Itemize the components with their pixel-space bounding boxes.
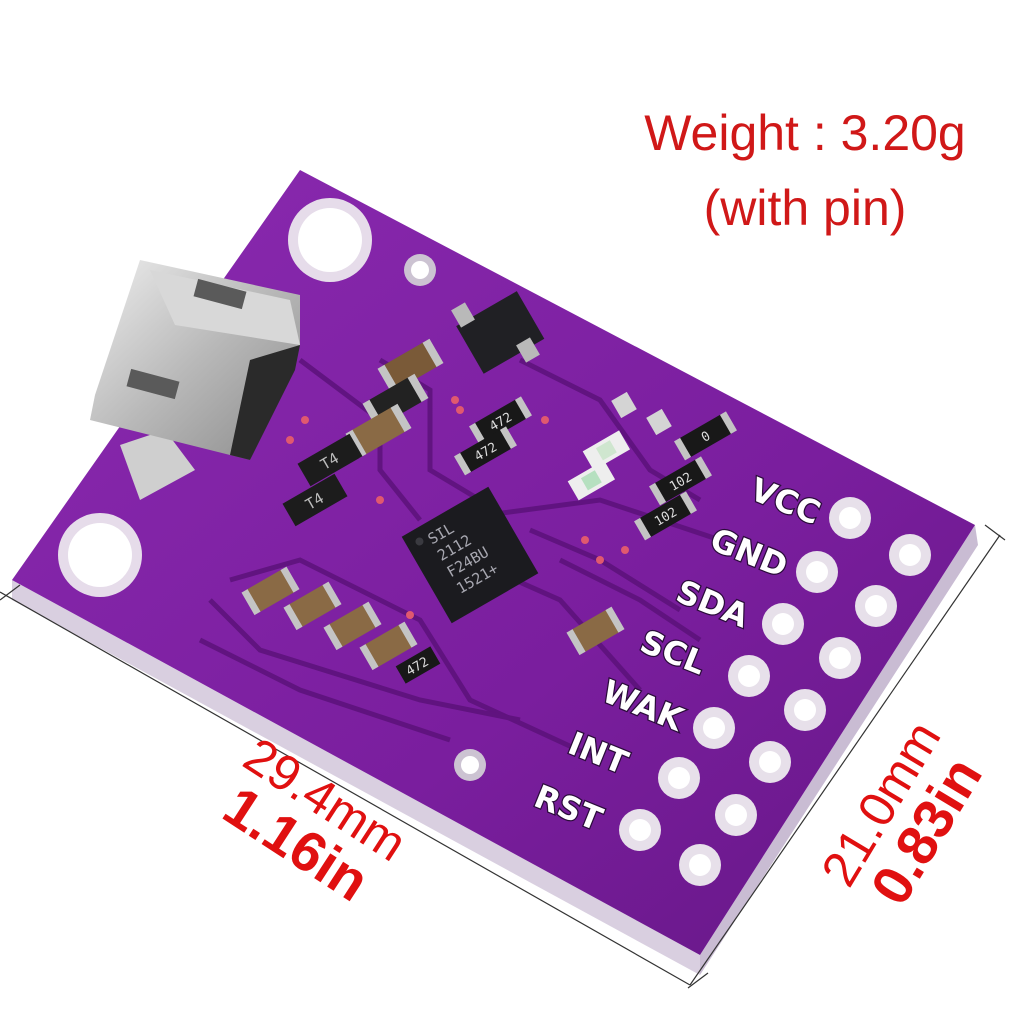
weight-annotation: Weight : 3.20g (with pin) [600,96,1010,246]
cp2112-chip: SIL 2112 F24BU 1521+ [401,486,539,624]
width-dimension-line [0,591,691,986]
resistors: 472 472 102 102 472 0 [395,396,737,684]
weight-note: (with pin) [703,180,907,236]
header-pins [619,497,931,886]
dimension-lines [0,524,1006,989]
board-edge [12,580,700,975]
height-dimension-line [689,534,1001,986]
mounting-holes [58,198,486,781]
vias [286,396,629,619]
weight-value: Weight : 3.20g [644,105,966,161]
diodes: T4 T4 [282,433,363,527]
board-edge-right [700,525,978,975]
leds [567,391,672,501]
capacitors [241,338,625,671]
micro-usb-connector [90,260,300,500]
transistor [451,291,545,374]
